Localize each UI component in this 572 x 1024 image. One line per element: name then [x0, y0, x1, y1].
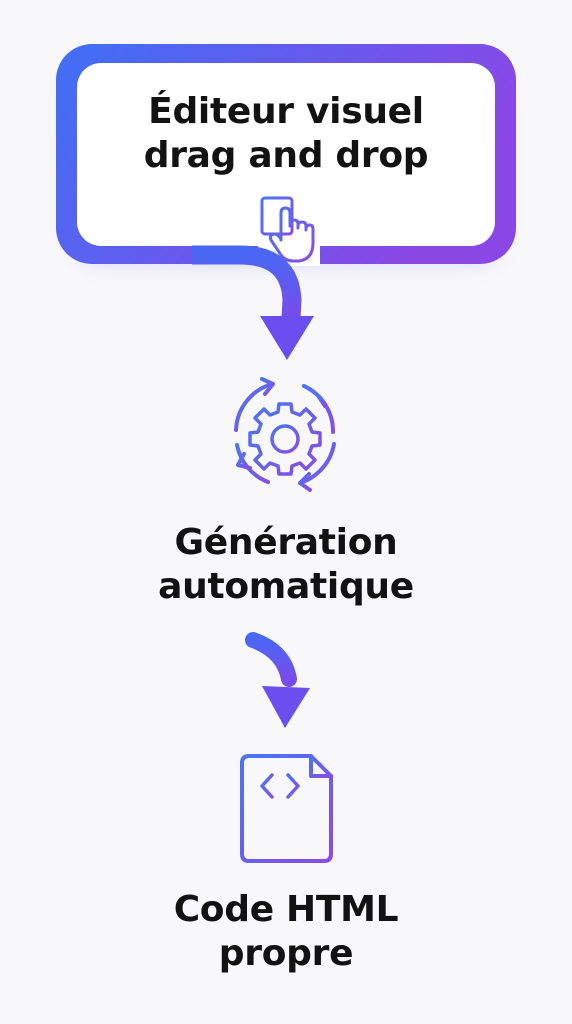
editor-box: [56, 44, 516, 266]
step-code-line-2: propre: [218, 933, 354, 974]
step-generation-line-1: Génération: [174, 522, 398, 563]
step-editor-label: Éditeur visuel drag and drop: [0, 90, 572, 178]
step-generation-line-2: automatique: [158, 566, 414, 607]
tap-hand-icon: [260, 196, 315, 263]
step-editor-line-2: drag and drop: [143, 135, 429, 176]
step-code-line-1: Code HTML: [173, 889, 399, 930]
arrow-connector-1: [192, 245, 314, 360]
step-editor-line-1: Éditeur visuel: [148, 91, 424, 132]
code-file-icon: [240, 754, 333, 863]
step-generation-label: Génération automatique: [0, 521, 572, 609]
step-code-label: Code HTML propre: [0, 888, 572, 976]
gear-refresh-icon: [234, 377, 336, 492]
arrow-connector-2: [245, 632, 310, 728]
